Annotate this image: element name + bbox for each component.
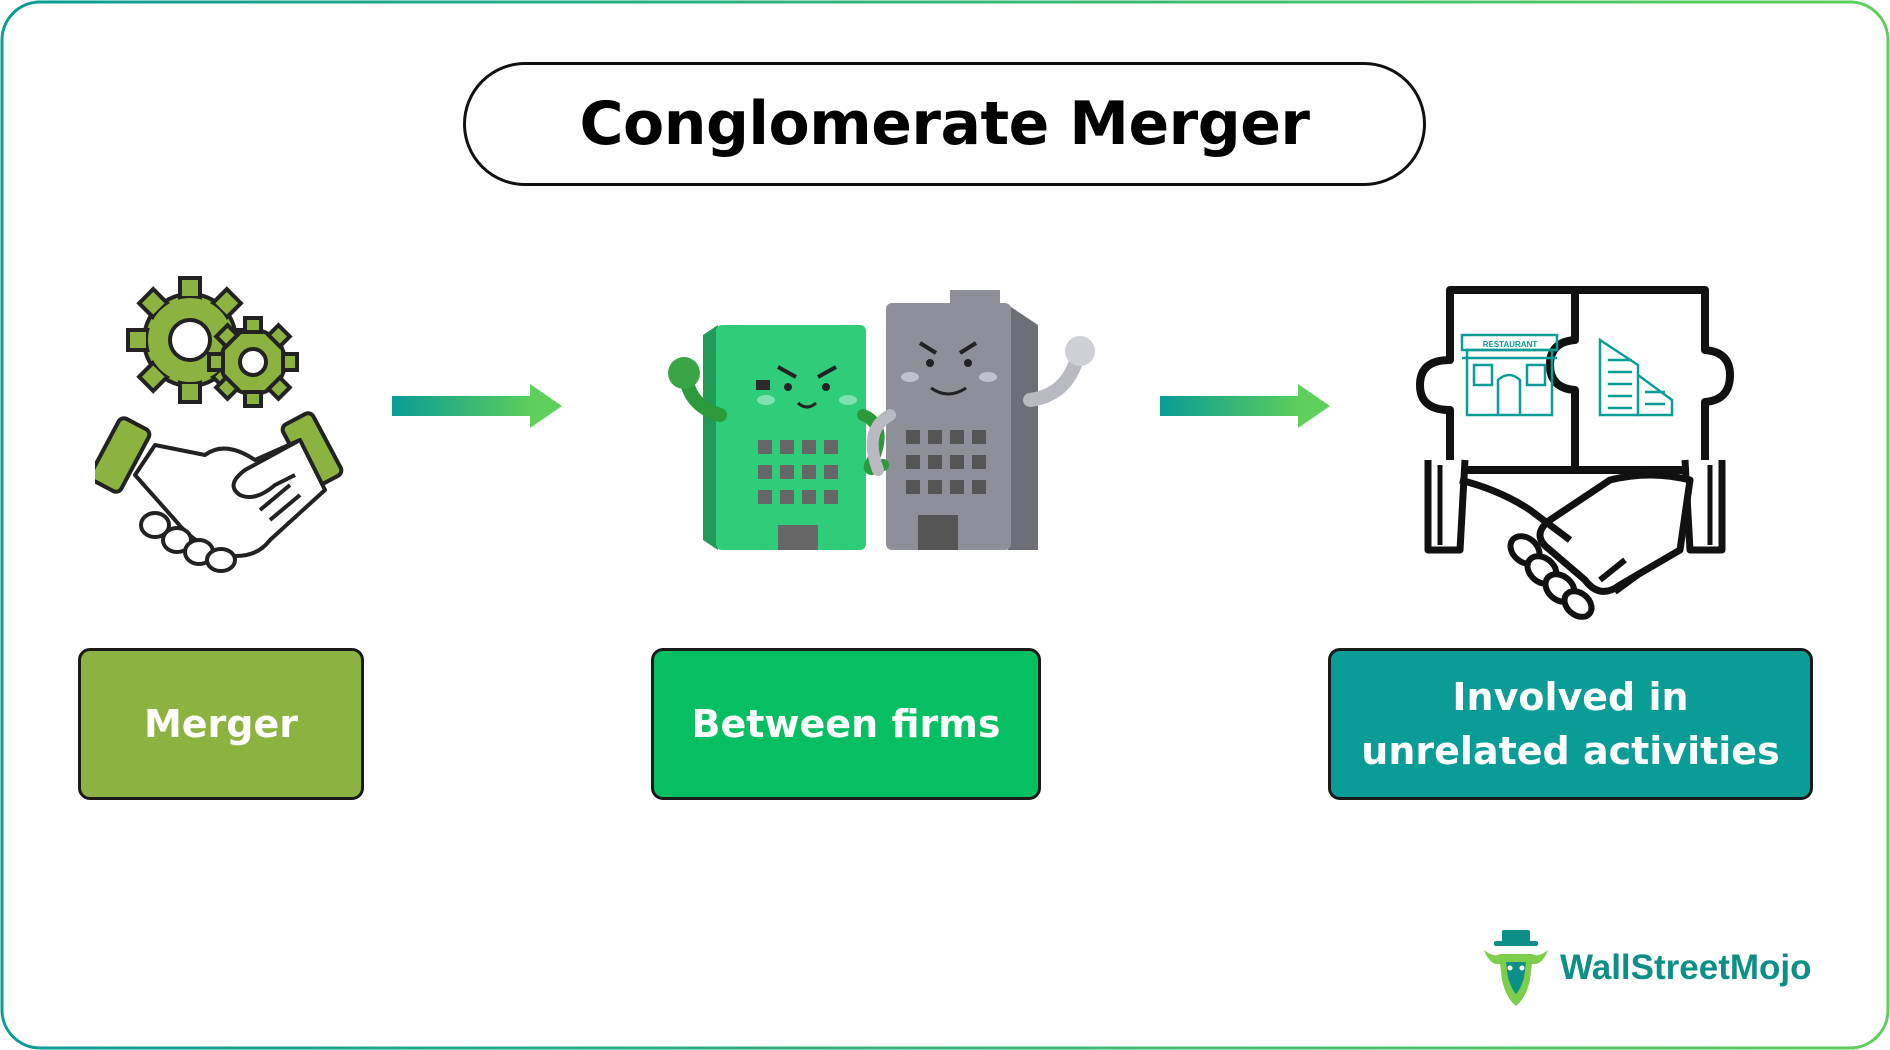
arrow-right-icon xyxy=(392,384,562,428)
step-label-line-1: Involved in xyxy=(1452,675,1689,719)
buildings-icon xyxy=(668,290,1095,550)
restaurant-icon xyxy=(1460,333,1559,417)
office-buildings-icon xyxy=(1598,337,1674,417)
gear-small-icon xyxy=(207,316,299,408)
step-label: Merger xyxy=(143,702,299,746)
diagram-title: Conglomerate Merger xyxy=(579,89,1310,159)
wallstreetmojo-logo: WallStreetMojo xyxy=(1480,928,1812,1008)
restaurant-sign: RESTAURANT xyxy=(1483,340,1538,349)
brand-name: WallStreetMojo xyxy=(1560,948,1812,987)
bull-mascot-icon xyxy=(1484,930,1548,1006)
step-between-firms-box: Between firms xyxy=(651,648,1041,800)
step-label: Between firms xyxy=(691,702,1001,746)
title-pill: Conglomerate Merger xyxy=(463,62,1426,186)
step-label-line-2: unrelated activities xyxy=(1361,729,1780,773)
puzzle-handshake-icon: RESTAURANT xyxy=(1416,286,1734,620)
step-unrelated-activities-box: Involved in unrelated activities xyxy=(1328,648,1813,800)
arrow-right-icon xyxy=(1160,384,1330,428)
step-merger-box: Merger xyxy=(78,648,364,800)
gear-icon xyxy=(126,276,254,404)
gears-handshake-icon xyxy=(95,276,344,573)
